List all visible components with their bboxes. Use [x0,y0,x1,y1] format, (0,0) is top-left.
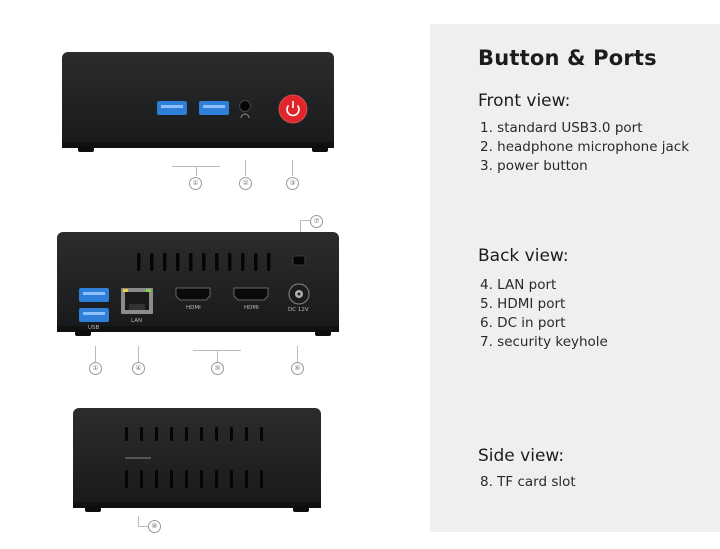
back-view-device-image [57,232,339,336]
usb-port-label: USB [88,325,100,331]
hdmi-port-1-label: HDMI [186,305,201,311]
front-usb-port-2 [199,101,229,115]
front-view-item-1: 1. standard USB3.0 port [480,120,643,136]
side-view-device [73,408,321,516]
headphone-jack [239,100,251,119]
hdmi-port-2 [233,287,269,301]
hdmi-port-2-label: HDMI [244,305,259,311]
side-view-item-1: 8. TF card slot [480,474,576,490]
back-view-device: USB LAN HDMI HDMI DC 12V [57,232,339,340]
back-callout-line-4 [138,346,139,362]
front-view-item-2: 2. headphone microphone jack [480,139,690,155]
front-callout-2: ② [239,177,252,190]
front-view-list: 1. standard USB3.0 port 2. headphone mic… [480,119,689,176]
front-callout-3: ③ [286,177,299,190]
side-vent-slots-top [125,427,263,441]
tf-card-slot [125,457,151,459]
hdmi-port-1 [175,287,211,301]
side-callout-line-8b [138,526,148,527]
back-view-heading: Back view: [478,246,569,266]
back-view-item-4: 7. security keyhole [480,334,608,350]
back-callout-line-7b [300,220,301,232]
panel-title: Button & Ports [478,46,657,70]
front-usb-port-1 [157,101,187,115]
lan-port-label: LAN [131,318,143,324]
side-view-list: 8. TF card slot [480,473,576,492]
power-button[interactable] [278,94,308,124]
side-vent-slots-bottom [125,470,263,488]
side-view-device-image [73,408,321,512]
back-view-item-2: 5. HDMI port [480,296,566,312]
back-callout-4: ④ [132,362,145,375]
front-callout-1: ① [189,177,202,190]
info-panel: Button & Ports Front view: 1. standard U… [430,24,720,532]
front-callout-line-1 [196,166,197,176]
back-callout-line-5 [217,350,218,362]
front-view-heading: Front view: [478,91,571,111]
dc-in-port [288,283,310,305]
back-callout-6: ⑥ [291,362,304,375]
back-usb-port-1 [79,288,109,302]
back-callout-7: ⑦ [310,215,323,228]
back-callout-line-6 [297,346,298,362]
back-callout-5: ⑤ [211,362,224,375]
security-keyhole [292,255,306,266]
back-callout-line-1 [95,346,96,362]
front-callout-line-3 [292,160,293,176]
back-usb-port-2 [79,308,109,322]
side-view-heading: Side view: [478,446,565,466]
back-view-item-3: 6. DC in port [480,315,566,331]
back-view-item-1: 4. LAN port [480,277,557,293]
front-view-device [62,52,334,156]
lan-port [121,288,153,314]
side-callout-8: ⑧ [148,520,161,533]
back-view-list: 4. LAN port 5. HDMI port 6. DC in port 7… [480,276,608,352]
front-callout-line-2 [245,160,246,176]
back-callout-1: ① [89,362,102,375]
dc-port-label: DC 12V [288,307,309,313]
side-callout-line-8 [138,516,139,526]
back-vent-slots [137,253,271,271]
front-view-device-image [62,52,334,152]
back-callout-line-7 [300,220,310,221]
front-view-item-3: 3. power button [480,158,588,174]
